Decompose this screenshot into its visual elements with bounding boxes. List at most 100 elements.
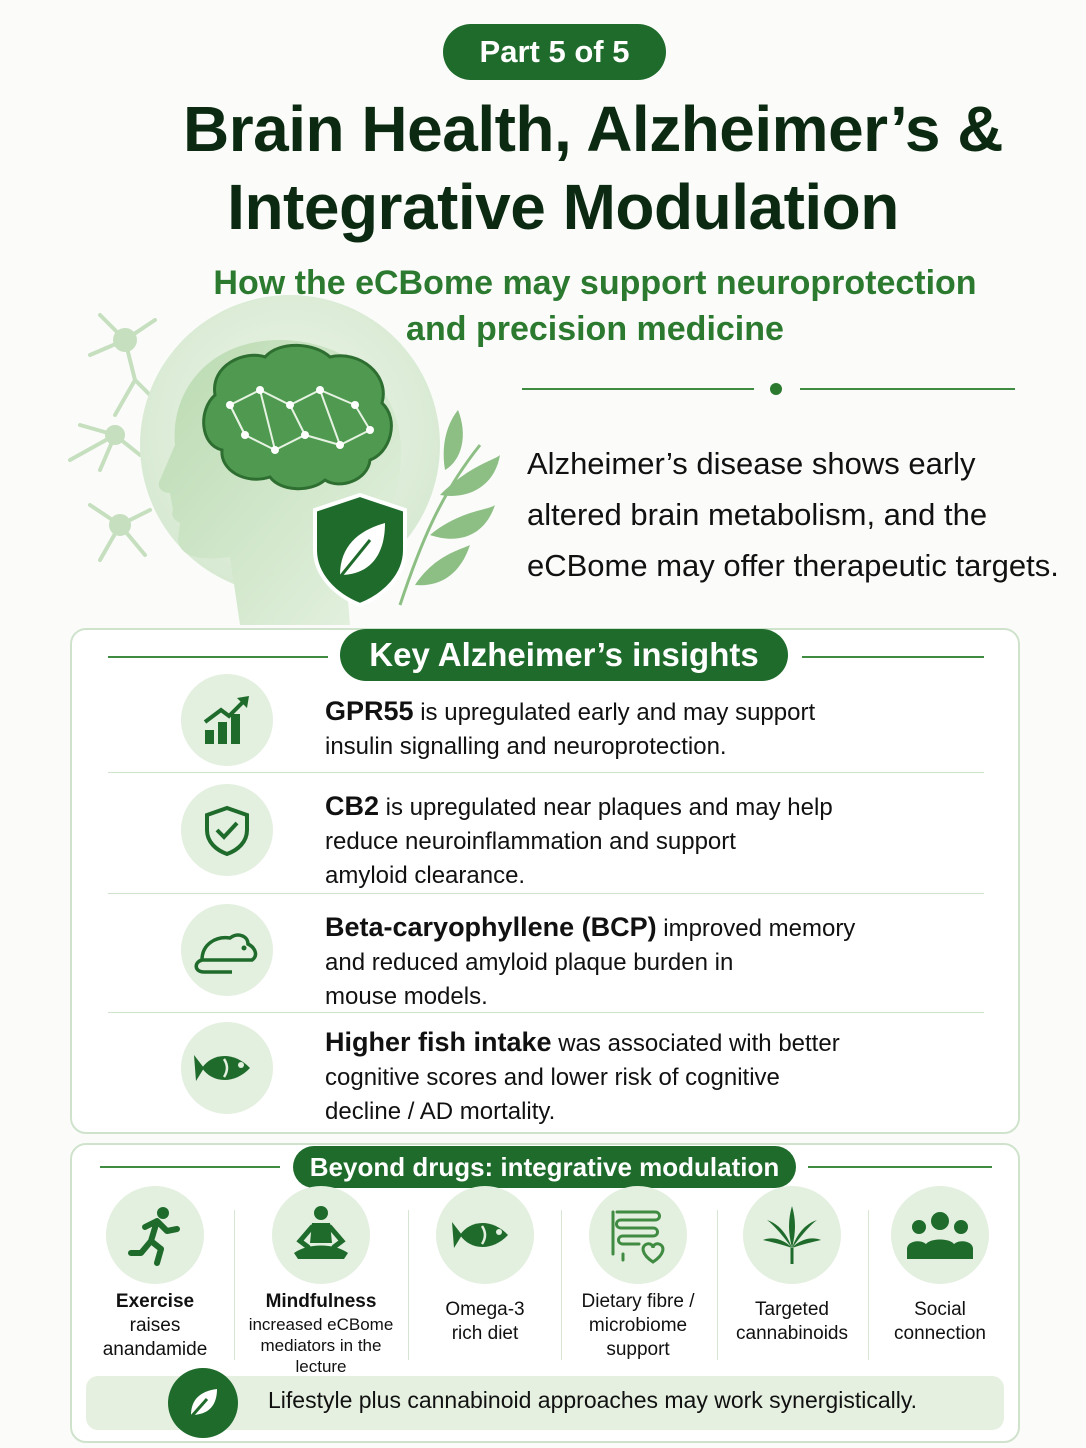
modulation-label: Exercise raises anandamide (80, 1290, 230, 1362)
intro-line-2: altered brain metabolism, and the (527, 497, 988, 532)
insight-line: mouse models. (325, 983, 488, 1010)
intro-line-1: Alzheimer’s disease shows early (527, 446, 976, 481)
insight-text: CB2 is upregulated near plaques and may … (325, 789, 965, 893)
insight-term: Beta-caryophyllene (BCP) (325, 912, 657, 942)
insight-line: was associated with better (551, 1030, 840, 1057)
modulation-icon-circle (106, 1186, 204, 1284)
row-separator (108, 772, 984, 773)
modulation-line: Omega-3 (445, 1299, 525, 1320)
shield-leaf-icon (313, 492, 407, 608)
subtitle-line-2: and precision medicine (406, 310, 784, 348)
modulation-line: anandamide (102, 1339, 208, 1360)
modulation-icon-circle (891, 1186, 989, 1284)
insight-term: GPR55 (325, 696, 414, 726)
insight-line: insulin signalling and neuroprotection. (325, 733, 727, 760)
footer-leaf-badge (168, 1368, 238, 1438)
insight-text: Higher fish intake was associated with b… (325, 1025, 965, 1129)
modulation-line: mediators in the (260, 1336, 382, 1355)
modulation-icon-circle (589, 1186, 687, 1284)
insight-text: Beta-caryophyllene (BCP) improved memory… (325, 910, 965, 1014)
modulation-title: Exercise (115, 1291, 195, 1312)
modulation-item-cannabinoids: Targeted cannabinoids (717, 1186, 867, 1346)
brain-icon (202, 343, 393, 491)
item-separator (717, 1210, 718, 1360)
item-separator (408, 1210, 409, 1360)
insight-icon-circle (181, 904, 273, 996)
item-separator (234, 1210, 235, 1360)
modulation-line: rich diet (451, 1323, 519, 1344)
leaf-icon (189, 1389, 217, 1418)
modulation-icon-circle (436, 1186, 534, 1284)
modulation-item-fibre: Dietary fibre / microbiome support (563, 1186, 713, 1362)
divider-left (522, 388, 754, 390)
modulation-label: Mindfulness increased eCBome mediators i… (245, 1290, 397, 1377)
page-title-line-2: Integrative Modulation (227, 171, 899, 243)
brain-head-illustration (68, 295, 500, 625)
row-separator (108, 1012, 984, 1013)
row-separator (108, 893, 984, 894)
modulation-item-omega3: Omega-3 rich diet (410, 1186, 560, 1346)
page-title-line-1: Brain Health, Alzheimer’s & (183, 93, 1003, 165)
meditation-icon (294, 1206, 348, 1259)
item-separator (561, 1210, 562, 1360)
item-separator (868, 1210, 869, 1360)
modulation-line: microbiome (588, 1315, 688, 1336)
beyond-heading-line-left (100, 1166, 280, 1168)
modulation-item-mindfulness: Mindfulness increased eCBome mediators i… (245, 1186, 397, 1377)
intro-line-3: eCBome may offer therapeutic targets. (527, 548, 1059, 583)
insight-line: cognitive scores and lower risk of cogni… (325, 1064, 780, 1091)
modulation-label: Social connection (865, 1298, 1015, 1346)
insight-line: and reduced amyloid plaque burden in (325, 949, 734, 976)
divider-right (800, 388, 1015, 390)
modulation-title: Mindfulness (265, 1291, 377, 1312)
insight-line: reduce neuroinflammation and support (325, 828, 736, 855)
modulation-line: support (606, 1339, 670, 1360)
mouse-icon (194, 933, 258, 974)
leaves-icon (398, 410, 500, 606)
modulation-line: lecture (295, 1357, 347, 1376)
modulation-icon-circle (272, 1186, 370, 1284)
insight-line: is upregulated near plaques and may help (379, 794, 833, 821)
cannabis-leaf-icon (763, 1206, 821, 1264)
modulation-line: increased eCBome (248, 1315, 394, 1334)
bar-chart-up-icon (203, 696, 249, 744)
fish-icon (452, 1222, 508, 1248)
modulation-item-social: Social connection (865, 1186, 1015, 1346)
insight-line: amyloid clearance. (325, 862, 526, 889)
shield-check-icon (205, 805, 249, 857)
insight-icon-circle (181, 1022, 273, 1114)
modulation-label: Targeted cannabinoids (717, 1298, 867, 1346)
insight-line: is upregulated early and may support (413, 699, 816, 726)
modulation-label: Dietary fibre / microbiome support (563, 1290, 713, 1362)
intestine-heart-icon (611, 1210, 665, 1264)
fish-icon (194, 1055, 250, 1081)
insight-text: GPR55 is upregulated early and may suppo… (325, 694, 965, 764)
part-badge: Part 5 of 5 (443, 24, 666, 80)
modulation-line: Social (914, 1299, 966, 1320)
insight-term: CB2 (325, 791, 380, 821)
insight-term: Higher fish intake (325, 1027, 552, 1057)
subtitle-line-1: How the eCBome may support neuroprotecti… (213, 264, 977, 302)
modulation-line: cannabinoids (736, 1323, 848, 1344)
insights-heading: Key Alzheimer’s insights (340, 629, 788, 681)
footer-text: Lifestyle plus cannabinoid approaches ma… (268, 1387, 918, 1413)
modulation-line: Dietary fibre / (581, 1291, 695, 1312)
intro-text: Alzheimer’s disease shows early altered … (527, 438, 1072, 591)
modulation-item-exercise: Exercise raises anandamide (80, 1186, 230, 1362)
neuron-icon (68, 313, 162, 562)
footer-bar (86, 1376, 1004, 1430)
insights-heading-line-left (108, 656, 328, 658)
insights-heading-line-right (802, 656, 984, 658)
insight-icon-circle (181, 674, 273, 766)
insight-line: improved memory (656, 915, 856, 942)
beyond-heading-line-right (808, 1166, 992, 1168)
modulation-line: raises (129, 1315, 181, 1336)
insight-line: decline / AD mortality. (325, 1098, 556, 1125)
beyond-heading: Beyond drugs: integrative modulation (293, 1146, 796, 1188)
people-group-icon (907, 1212, 973, 1259)
modulation-label: Omega-3 rich diet (410, 1298, 560, 1346)
divider-dot (770, 383, 782, 395)
insight-icon-circle (181, 784, 273, 876)
modulation-icon-circle (743, 1186, 841, 1284)
modulation-line: Targeted (755, 1299, 829, 1320)
